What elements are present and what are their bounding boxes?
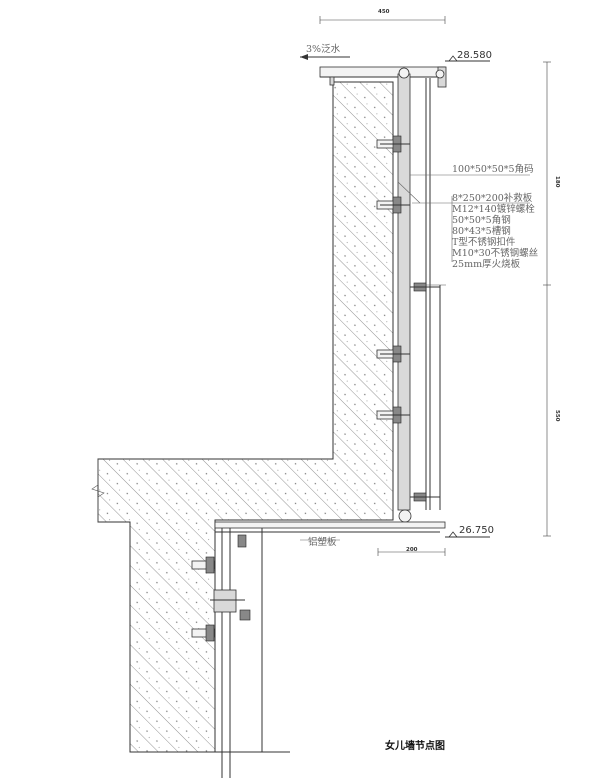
right-dimension-upper-text: 180 [554,176,560,188]
concrete-parapet-wall [97,81,394,753]
callout-4: 80*43*5槽钢 [452,225,511,237]
anchor-bolt-1 [376,135,410,153]
callout-2: M12*140镀锌螺栓 [452,203,535,215]
top-right-anchor [435,69,445,79]
soffit-panel [214,521,446,529]
stainless-clip-2 [410,492,440,502]
bottom-dimension-text: 200 [406,547,418,553]
anchor-bolt-3 [376,345,410,363]
right-dimension-lower-text: 550 [554,410,560,422]
lower-channel [210,589,245,613]
anchor-bolt-4 [376,406,410,424]
callout-leaders [397,174,530,262]
coping-plate [319,66,446,78]
anchor-bolt-2 [376,196,410,214]
slope-arrow-head [300,54,308,60]
soffit-label: 铝塑板 [308,536,337,548]
callout-6: M10*30不锈钢螺丝 [452,247,538,259]
callout-3: 50*50*5角钢 [452,214,511,226]
elevation-bottom-text: 26.750 [459,525,494,536]
callout-5: T型不锈钢扣件 [452,236,516,248]
slope-note: 3%泛水 [306,43,341,55]
callout-0: 100*50*50*5角码 [452,163,534,175]
callout-1: 8*250*200补救板 [452,192,533,204]
soffit-clip [237,534,251,621]
callout-7: 25mm厚火烧板 [452,258,521,270]
elevation-marker-bottom [445,531,490,538]
bottom-anchor-circle [398,509,412,523]
top-anchor-circle [398,67,410,79]
slab-break-mark [91,459,105,522]
right-dimension [543,61,551,537]
stainless-clip-1 [410,282,440,292]
lower-bolt-1 [191,556,215,574]
coping-drip-left [329,76,335,86]
top-dimension [319,16,446,24]
elevation-marker-top [445,55,490,62]
drawing-title: 女儿墙节点图 [385,739,445,752]
bottom-dimension [377,548,446,556]
elevation-top-text: 28.580 [457,50,492,61]
lower-bolt-2 [191,624,215,642]
top-dimension-text: 450 [378,9,390,15]
